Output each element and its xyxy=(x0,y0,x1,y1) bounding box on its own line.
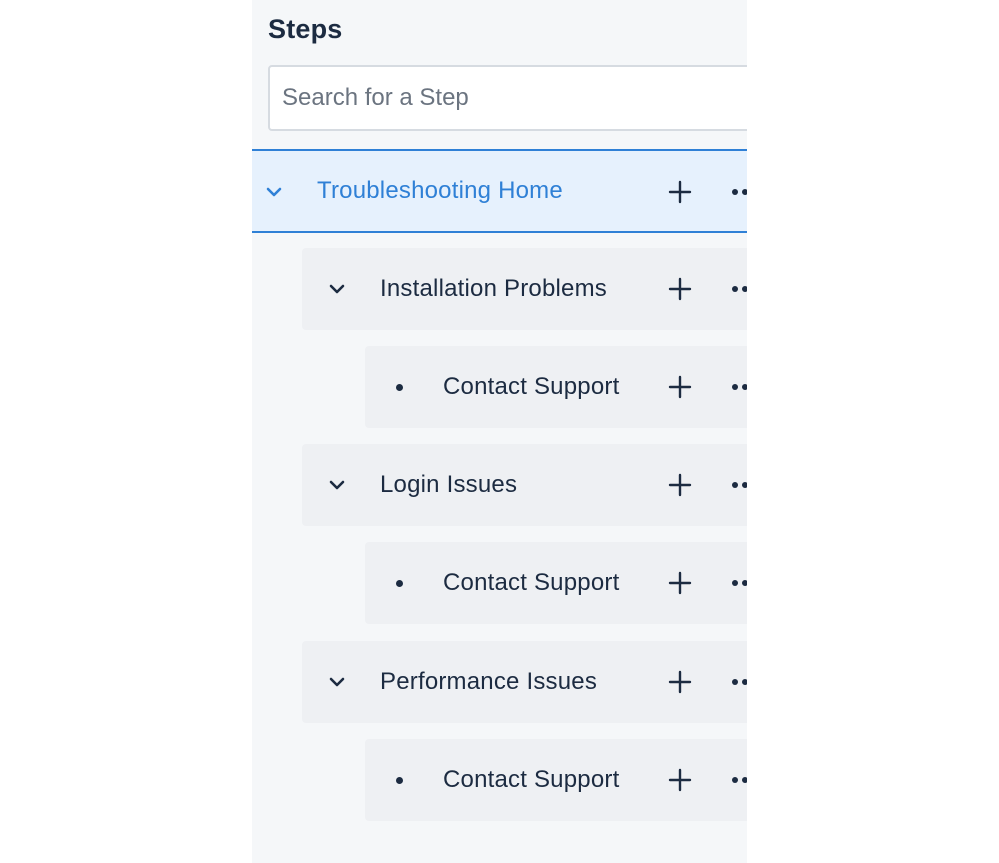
steps-panel: Steps Troubleshooting Home Installation … xyxy=(252,0,747,863)
step-label: Performance Issues xyxy=(380,668,598,695)
plus-icon[interactable] xyxy=(666,471,694,499)
bullet-icon xyxy=(396,384,403,391)
chevron-down-icon[interactable] xyxy=(263,181,285,203)
more-horizontal-icon[interactable] xyxy=(732,766,747,794)
search-box[interactable] xyxy=(268,65,747,131)
step-row-contact-support[interactable]: Contact Support xyxy=(365,739,747,821)
more-horizontal-icon[interactable] xyxy=(732,275,747,303)
more-horizontal-icon[interactable] xyxy=(732,668,747,696)
step-row-troubleshooting-home[interactable]: Troubleshooting Home xyxy=(252,149,747,233)
bullet-icon xyxy=(396,580,403,587)
step-label: Contact Support xyxy=(443,373,620,400)
step-label: Contact Support xyxy=(443,569,620,596)
step-label: Troubleshooting Home xyxy=(317,177,563,204)
chevron-down-icon[interactable] xyxy=(326,671,348,693)
bullet-icon xyxy=(396,777,403,784)
plus-icon[interactable] xyxy=(666,668,694,696)
chevron-down-icon[interactable] xyxy=(326,278,348,300)
more-horizontal-icon[interactable] xyxy=(732,373,747,401)
more-horizontal-icon[interactable] xyxy=(732,471,747,499)
plus-icon[interactable] xyxy=(666,766,694,794)
step-row-installation-problems[interactable]: Installation Problems xyxy=(302,248,747,330)
panel-title: Steps xyxy=(268,14,343,44)
step-row-contact-support[interactable]: Contact Support xyxy=(365,346,747,428)
chevron-down-icon[interactable] xyxy=(326,474,348,496)
step-label: Installation Problems xyxy=(380,275,607,302)
plus-icon[interactable] xyxy=(666,373,694,401)
step-row-contact-support[interactable]: Contact Support xyxy=(365,542,747,624)
step-label: Login Issues xyxy=(380,471,518,498)
step-row-performance-issues[interactable]: Performance Issues xyxy=(302,641,747,723)
search-input[interactable] xyxy=(282,67,747,129)
step-row-login-issues[interactable]: Login Issues xyxy=(302,444,747,526)
more-horizontal-icon[interactable] xyxy=(732,569,747,597)
step-label: Contact Support xyxy=(443,766,620,793)
plus-icon[interactable] xyxy=(666,178,694,206)
plus-icon[interactable] xyxy=(666,275,694,303)
plus-icon[interactable] xyxy=(666,569,694,597)
more-horizontal-icon[interactable] xyxy=(732,178,747,206)
